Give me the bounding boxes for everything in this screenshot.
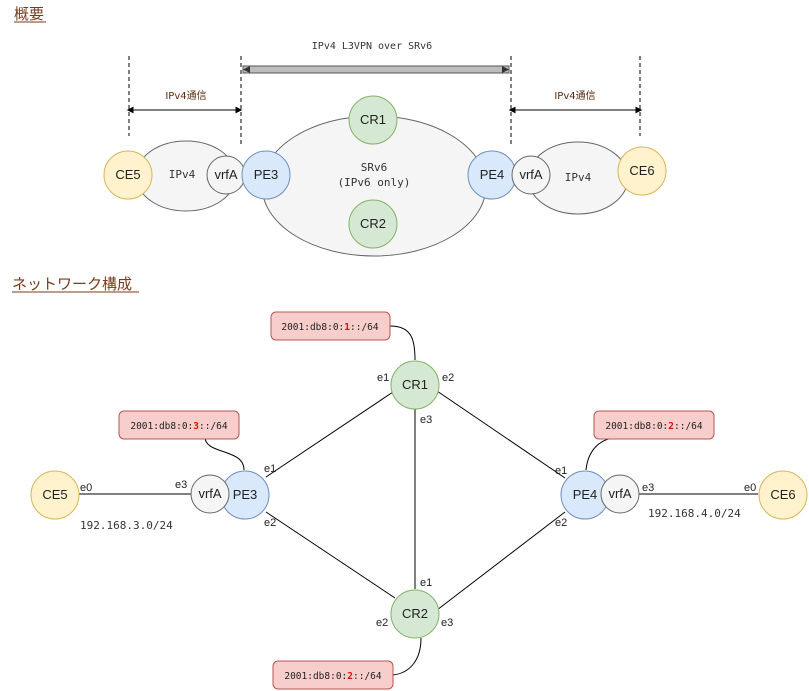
ipv4-right-label: IPv4	[565, 171, 592, 184]
svg-text:CE6: CE6	[770, 487, 795, 502]
cr1-node: CR1	[390, 360, 440, 410]
svg-text:PE4: PE4	[573, 487, 598, 502]
cr2-node: CR2	[390, 589, 440, 639]
link-cr2-pe4	[436, 511, 566, 611]
svg-text:2001:db8:0:1::/64: 2001:db8:0:1::/64	[281, 322, 379, 333]
connector-pe4-prefix	[585, 436, 623, 471]
srv6-label: SRv6	[361, 161, 388, 174]
svg-text:CE6: CE6	[629, 163, 654, 178]
if-pe4-e1: e1	[555, 465, 567, 477]
svg-text:vrfA: vrfA	[198, 486, 221, 501]
if-ce6-e0: e0	[744, 482, 756, 494]
ov-pe3-node: PE3	[241, 150, 291, 200]
svg-text:vrfA: vrfA	[608, 486, 631, 501]
svg-text:PE3: PE3	[254, 167, 279, 182]
if-pe4-e3: e3	[642, 482, 654, 494]
prefix-box-pe4: 2001:db8:0:2::/64	[593, 410, 715, 440]
ipv4-comm-right-label: IPv4通信	[554, 90, 595, 102]
if-ce5-e0: e0	[80, 482, 92, 494]
vrfa-left-node: vrfA	[190, 474, 230, 514]
ov-ce6-node: CE6	[617, 146, 667, 196]
ce5-node: CE5	[30, 470, 80, 520]
pe3-node: PE3	[220, 470, 270, 520]
svg-text:2001:db8:0:2::/64: 2001:db8:0:2::/64	[605, 421, 703, 432]
svg-text:CR2: CR2	[402, 606, 428, 621]
ov-vrfa-left-node: vrfA	[206, 155, 246, 195]
ov-cr1-node: CR1	[348, 95, 398, 145]
overview-heading: 概要	[14, 5, 44, 23]
if-cr1-e2: e2	[442, 372, 454, 384]
if-pe3-e1: e1	[264, 463, 276, 475]
if-pe4-e2: e2	[555, 517, 567, 529]
ov-pe4-node: PE4	[467, 150, 517, 200]
prefix-box-cr2: 2001:db8:0:2::/64	[272, 660, 394, 690]
svg-text:PE3: PE3	[233, 487, 258, 502]
ipv4-left-label: IPv4	[169, 168, 196, 181]
prefix-box-cr1: 2001:db8:0:1::/64	[270, 311, 391, 341]
srv6-ipv6-only-label: (IPv6 only)	[338, 176, 411, 189]
subnet-left-label: 192.168.3.0/24	[80, 519, 173, 532]
ov-ce5-node: CE5	[103, 150, 153, 200]
link-cr1-pe4	[436, 390, 566, 479]
connector-cr2-prefix	[392, 637, 422, 676]
svg-text:CE5: CE5	[42, 487, 67, 502]
network-heading: ネットワーク構成	[12, 275, 132, 293]
connector-pe3-prefix	[204, 436, 245, 471]
ipv4-comm-left-label: IPv4通信	[165, 90, 206, 102]
if-pe3-e2: e2	[264, 517, 276, 529]
connector-cr1-prefix	[389, 325, 416, 361]
svg-text:PE4: PE4	[480, 167, 505, 182]
if-cr2-e3: e3	[441, 617, 453, 629]
svg-text:vrfA: vrfA	[214, 167, 237, 182]
svg-text:CR1: CR1	[360, 112, 386, 127]
link-pe3-cr1	[265, 391, 394, 478]
if-cr2-e1: e1	[420, 577, 432, 589]
if-pe3-e3: e3	[175, 479, 187, 491]
link-pe3-cr2	[265, 511, 396, 599]
ov-cr2-node: CR2	[348, 199, 398, 249]
srv6-banner-bar	[242, 65, 510, 74]
svg-text:CR1: CR1	[402, 377, 428, 392]
svg-text:2001:db8:0:3::/64: 2001:db8:0:3::/64	[130, 421, 228, 432]
svg-text:vrfA: vrfA	[519, 167, 542, 182]
banner-label: IPv4 L3VPN over SRv6	[312, 41, 432, 52]
links	[57, 325, 758, 676]
banner-arrow-right	[502, 66, 509, 73]
svg-text:CE5: CE5	[115, 167, 140, 182]
if-cr1-e3: e3	[420, 414, 432, 426]
svg-text:2001:db8:0:2::/64: 2001:db8:0:2::/64	[284, 671, 382, 682]
vrfa-right-node: vrfA	[600, 474, 640, 514]
if-cr1-e1: e1	[377, 372, 389, 384]
subnet-right-label: 192.168.4.0/24	[648, 507, 741, 520]
ov-vrfa-right-node: vrfA	[511, 155, 551, 195]
if-cr2-e2: e2	[376, 617, 388, 629]
ce6-node: CE6	[758, 470, 808, 520]
svg-text:CR2: CR2	[360, 216, 386, 231]
prefix-box-pe3: 2001:db8:0:3::/64	[118, 410, 240, 440]
banner-arrow-left	[243, 66, 250, 73]
